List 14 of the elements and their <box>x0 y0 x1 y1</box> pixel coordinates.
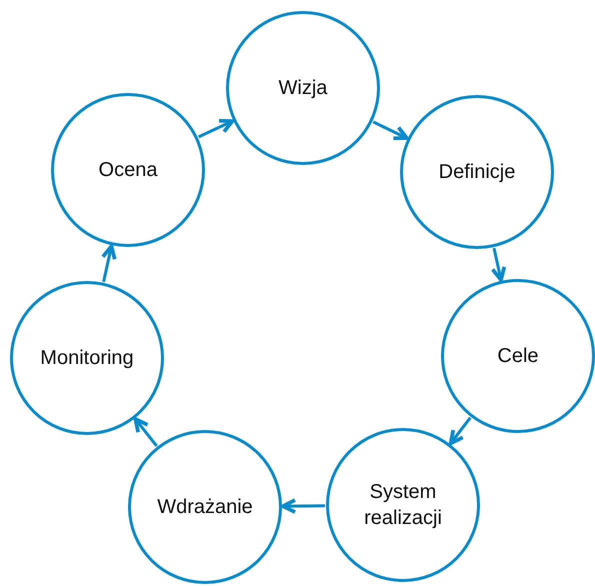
arrow <box>101 244 117 282</box>
node-label: Wdrażanie <box>157 495 253 520</box>
node-label: Ocena <box>98 158 158 183</box>
arrow <box>448 416 472 446</box>
arrow <box>134 417 158 447</box>
arrow <box>281 498 326 514</box>
arrow <box>198 118 234 138</box>
arrow <box>490 248 506 282</box>
node-label: System realizacji <box>363 480 443 531</box>
arrow <box>372 120 409 140</box>
node-label: Wizja <box>278 76 328 101</box>
node-label: Monitoring <box>40 346 134 371</box>
node-label: Definicje <box>438 160 516 185</box>
node-label: Cele <box>497 344 539 369</box>
